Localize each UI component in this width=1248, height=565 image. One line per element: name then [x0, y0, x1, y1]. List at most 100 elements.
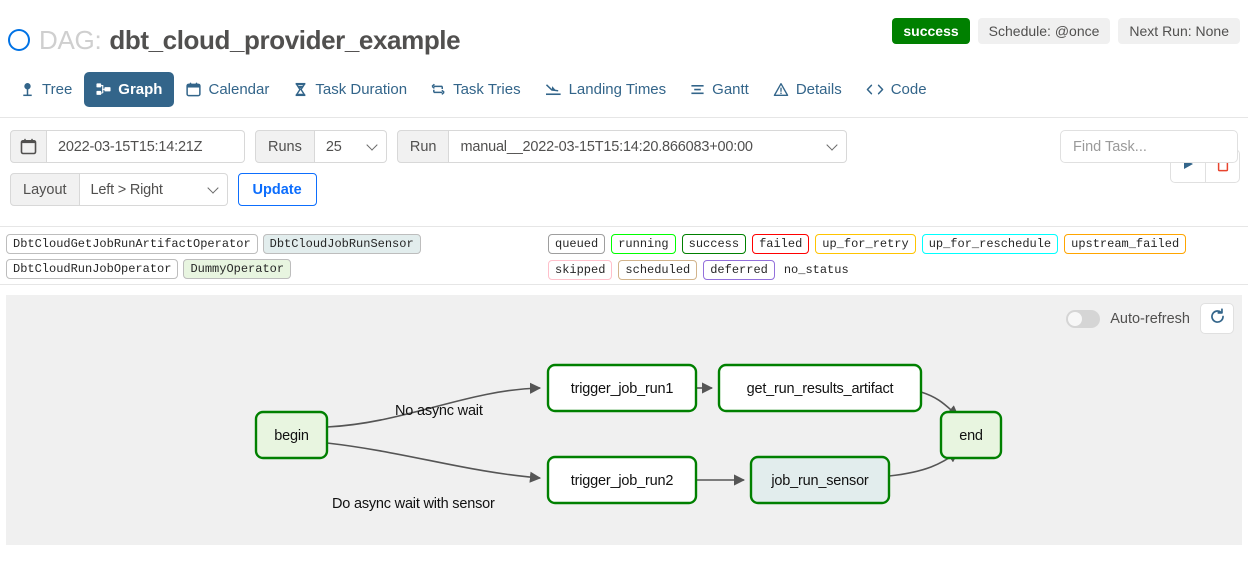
- tab-label: Task Duration: [315, 81, 408, 98]
- tab-label: Tree: [42, 81, 73, 98]
- node-box[interactable]: [717, 363, 923, 413]
- next-run-badge: Next Run: None: [1118, 18, 1240, 44]
- schedule-badge[interactable]: Schedule: @once: [977, 18, 1111, 44]
- refresh-button[interactable]: [1200, 303, 1234, 334]
- node-box[interactable]: [939, 410, 1003, 460]
- calendar-icon[interactable]: [10, 130, 47, 163]
- find-task-input[interactable]: Find Task...: [1060, 130, 1238, 163]
- legend-status-chip[interactable]: scheduled: [618, 260, 698, 280]
- runs-select[interactable]: 25: [314, 130, 387, 163]
- node-box[interactable]: [546, 455, 698, 505]
- dag-graph-panel[interactable]: Auto-refresh begin trigger_job_run1 get_ru…: [6, 295, 1242, 545]
- base-date-input[interactable]: 2022-03-15T15:14:21Z: [47, 130, 245, 163]
- graph-edge-label: Do async wait with sensor: [332, 496, 495, 512]
- dag-view-tabs: Tree Graph Calendar Task Duration Task T…: [0, 62, 1248, 183]
- graph-node-trigger_job_run1[interactable]: trigger_job_run1: [546, 363, 698, 413]
- legend-status-chip[interactable]: up_for_reschedule: [921, 234, 1059, 254]
- auto-refresh-label: Auto-refresh: [1110, 310, 1190, 327]
- gantt-icon: [690, 82, 705, 97]
- legend-status-chip[interactable]: up_for_retry: [815, 234, 916, 254]
- auto-refresh-toggle[interactable]: [1066, 309, 1101, 328]
- landing-icon: [545, 82, 562, 97]
- legend-status-chip[interactable]: running: [611, 234, 676, 254]
- node-label: trigger_job_run1: [571, 381, 674, 397]
- code-icon: [866, 82, 884, 97]
- tab-label: Details: [795, 81, 842, 98]
- graph-edge-labels: No async wait Do async wait with sensor: [332, 403, 495, 512]
- update-button[interactable]: Update: [237, 173, 317, 206]
- runs-group: Runs 25: [255, 130, 387, 163]
- tab-label: Code: [890, 81, 927, 98]
- legend-status-chip[interactable]: no_status: [783, 263, 849, 277]
- status-badge: success: [892, 18, 970, 44]
- node-label: begin: [274, 428, 309, 444]
- tab-code[interactable]: Code: [854, 72, 939, 107]
- tree-icon: [20, 82, 35, 97]
- layout-label: Layout: [10, 173, 80, 206]
- tab-tree[interactable]: Tree: [8, 72, 84, 107]
- graph-icon: [96, 82, 111, 97]
- graph-edge: [326, 382, 542, 428]
- graph-toolbar: Auto-refresh: [1066, 303, 1234, 334]
- tab-label: Graph: [118, 81, 163, 98]
- run-select[interactable]: manual__2022-03-15T15:14:20.866083+00:00: [449, 130, 848, 163]
- tab-graph[interactable]: Graph: [84, 72, 175, 107]
- legend-status-chip[interactable]: deferred: [703, 260, 775, 280]
- retry-icon: [431, 82, 446, 97]
- dag-prefix-label: DAG:: [39, 24, 102, 55]
- legend-status-chip[interactable]: failed: [752, 234, 810, 254]
- legend-status-chip[interactable]: skipped: [548, 260, 613, 280]
- calendar-icon: [186, 82, 202, 97]
- run-group: Run manual__2022-03-15T15:14:20.866083+0…: [396, 130, 848, 163]
- tab-label: Task Tries: [453, 81, 521, 98]
- graph-edge-label: No async wait: [395, 403, 483, 419]
- tab-label: Landing Times: [568, 81, 667, 98]
- legend-status-chip[interactable]: upstream_failed: [1064, 234, 1187, 254]
- node-box[interactable]: [254, 410, 329, 460]
- legend-operator-chip: DbtCloudJobRunSensor: [262, 234, 421, 254]
- legend-status-chip[interactable]: success: [681, 234, 747, 254]
- legend-status-chip[interactable]: queued: [548, 234, 606, 254]
- node-box[interactable]: [546, 363, 698, 413]
- graph-node-trigger_job_run2[interactable]: trigger_job_run2: [546, 455, 698, 505]
- tab-details[interactable]: Details: [761, 72, 854, 107]
- node-label: end: [959, 428, 983, 444]
- dag-pause-toggle[interactable]: [8, 29, 30, 51]
- legend-operator-chip: DummyOperator: [183, 259, 292, 279]
- run-label: Run: [396, 130, 450, 163]
- header-badges: success Schedule: @once Next Run: None: [892, 18, 1240, 44]
- refresh-icon: [1209, 307, 1226, 330]
- graph-node-get_run_results_artifact[interactable]: get_run_results_artifact: [717, 363, 923, 413]
- controls-line-2: Layout Left > Right Update: [10, 173, 1238, 206]
- tab-landing-times[interactable]: Landing Times: [533, 72, 679, 107]
- tab-task-duration[interactable]: Task Duration: [281, 72, 419, 107]
- controls-line-1: 2022-03-15T15:14:21Z Runs 25 Run manual_…: [10, 130, 1238, 163]
- graph-edge: [326, 442, 542, 483]
- layout-group: Layout Left > Right: [10, 173, 228, 206]
- node-label: get_run_results_artifact: [747, 381, 894, 397]
- graph-node-end[interactable]: end: [939, 410, 1003, 460]
- node-label: job_run_sensor: [770, 473, 869, 489]
- warning-triangle-icon: [773, 82, 789, 97]
- dag-graph-svg[interactable]: begin trigger_job_run1 get_run_results_art…: [6, 295, 1242, 545]
- tab-label: Calendar: [208, 81, 270, 98]
- node-label: trigger_job_run2: [571, 473, 674, 489]
- tab-gantt[interactable]: Gantt: [678, 72, 761, 107]
- dag-controls-bar: 2022-03-15T15:14:21Z Runs 25 Run manual_…: [0, 118, 1248, 227]
- hourglass-icon: [293, 82, 308, 97]
- dag-header: DAG: dbt_cloud_provider_example success …: [0, 0, 1248, 62]
- graph-nodes[interactable]: begin trigger_job_run1 get_run_results_art…: [254, 363, 1003, 505]
- runs-label: Runs: [255, 130, 315, 163]
- tab-calendar[interactable]: Calendar: [174, 72, 281, 107]
- layout-select[interactable]: Left > Right: [79, 173, 228, 206]
- graph-node-job_run_sensor[interactable]: job_run_sensor: [749, 455, 891, 505]
- base-date-group: 2022-03-15T15:14:21Z: [10, 130, 245, 163]
- legend-operator-chip: DbtCloudRunJobOperator: [6, 259, 179, 279]
- node-box[interactable]: [749, 455, 891, 505]
- page-title: dbt_cloud_provider_example: [109, 24, 461, 55]
- tab-task-tries[interactable]: Task Tries: [419, 72, 533, 107]
- graph-node-begin[interactable]: begin: [254, 410, 329, 460]
